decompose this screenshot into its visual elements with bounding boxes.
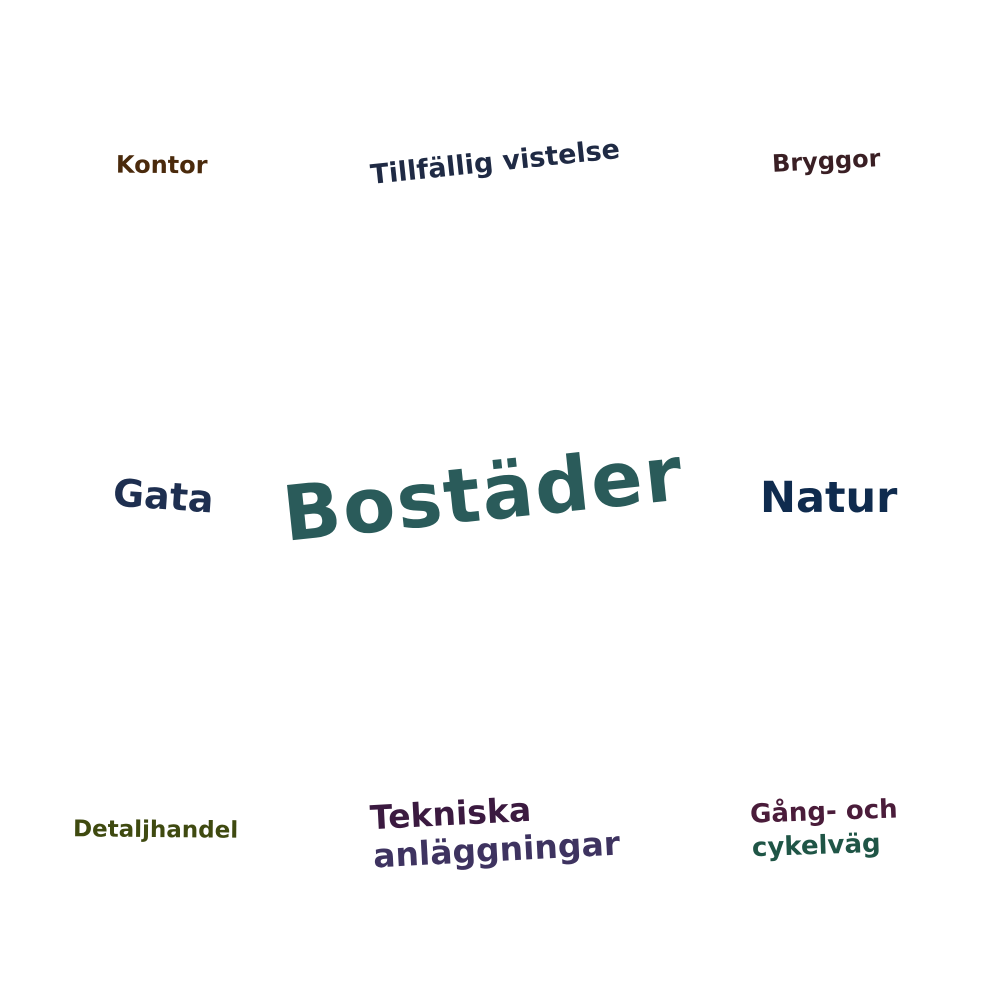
- word-bostader: Bostäder: [278, 428, 688, 559]
- word-gang-och-cykelvag-line2: cykelväg: [751, 828, 882, 864]
- word-tillfallig-vistelse: Tillfällig vistelse: [369, 133, 622, 192]
- word-kontor: Kontor: [115, 150, 208, 180]
- word-natur: Natur: [760, 473, 898, 523]
- word-bryggor: Bryggor: [771, 144, 882, 178]
- word-gang-och-cykelvag-line1: Gång- och: [749, 794, 899, 830]
- word-gata: Gata: [111, 470, 216, 522]
- word-detaljhandel: Detaljhandel: [72, 816, 239, 844]
